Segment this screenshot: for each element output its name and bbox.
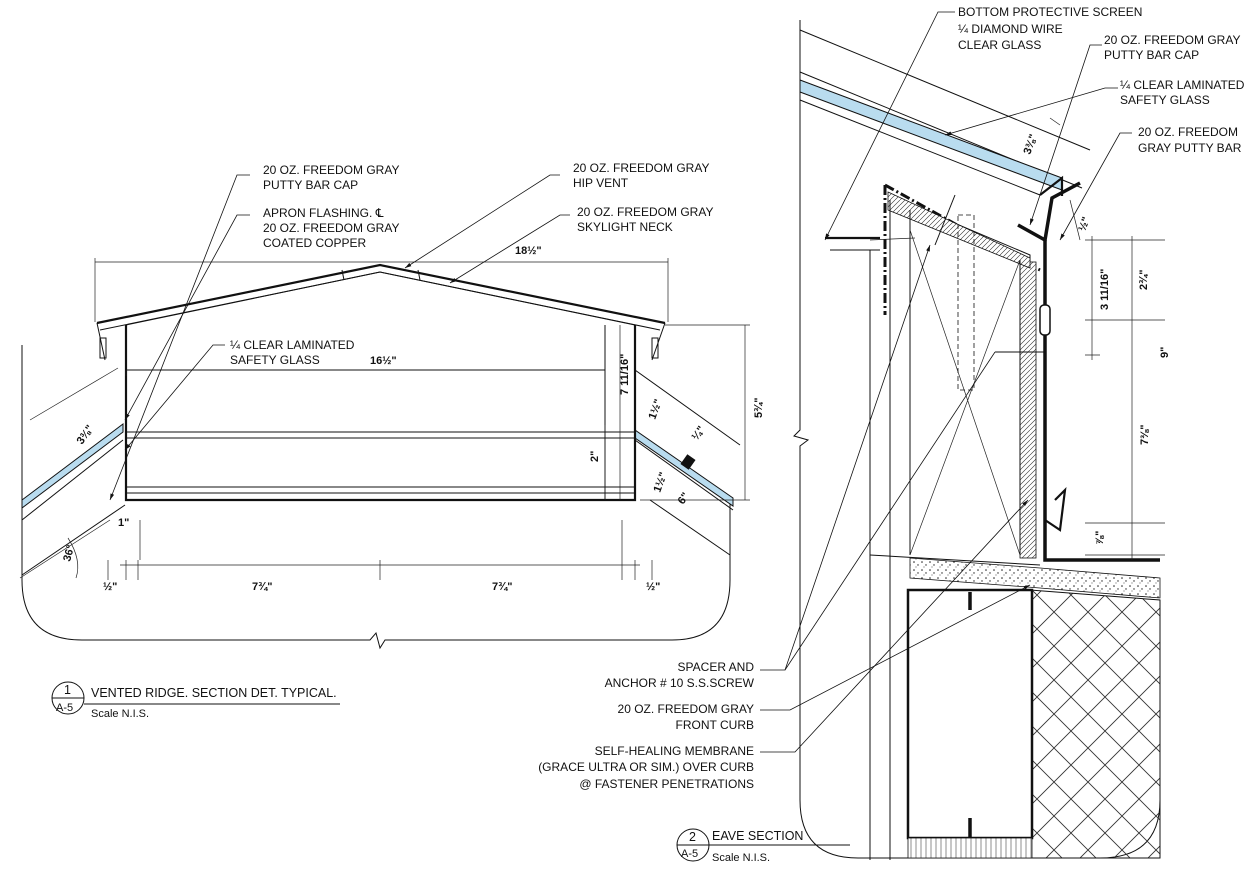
dim-angle: 36° <box>61 544 77 563</box>
dim-bottom-right-span: 7¾" <box>492 581 513 593</box>
dim-glass-offset-bottom: 1½" <box>652 471 670 494</box>
callout-laminated-glass-line2: SAFETY GLASS <box>230 353 320 367</box>
callout-apron-flashing-line1: APRON FLASHING. ℄ <box>263 206 384 220</box>
callout-eave-glass-line1: ¼ CLEAR LAMINATED <box>1120 78 1245 92</box>
dim-height-right: 7 11/16" <box>619 354 631 395</box>
eave-glass-pane <box>799 79 1063 191</box>
dim-overall: 9" <box>1159 347 1171 358</box>
callout-hip-vent-line2: HIP VENT <box>573 176 629 190</box>
dim-bottom-left-span: 7¾" <box>252 581 273 593</box>
fascia-board <box>906 588 1034 840</box>
front-curb-metal <box>1043 240 1160 562</box>
dim-left-angle: 3⅜" <box>75 423 97 447</box>
dim-bottom-one: 1" <box>118 517 129 529</box>
title-name-2: EAVE SECTION <box>712 829 803 843</box>
title-scale-1: Scale N.I.S. <box>91 708 149 720</box>
dim-bottom-right-edge: ½" <box>646 581 660 593</box>
callout-spacer-line2: ANCHOR # 10 S.S.SCREW <box>605 676 755 690</box>
dim-overall-width: 18½" <box>515 245 542 257</box>
callout-front-curb-line1: 20 OZ. FREEDOM GRAY <box>618 702 754 716</box>
title-block-2: 2 A-5 EAVE SECTION Scale N.I.S. <box>676 828 850 864</box>
callout-membrane-line2: (GRACE ULTRA OR SIM.) OVER CURB <box>538 760 754 774</box>
dim-height-outer: 5¾" <box>753 397 765 418</box>
title-sheet-1: A-5 <box>56 702 73 714</box>
callout-putty-bar-cap-line2: PUTTY BAR CAP <box>263 178 358 192</box>
dim-glass-pitch: 3⅜" <box>1022 133 1040 156</box>
vented-ridge-detail: 20 OZ. FREEDOM GRAY PUTTY BAR CAP APRON … <box>19 161 765 720</box>
callout-eave-glass-line2: SAFETY GLASS <box>1120 93 1210 107</box>
callout-hip-vent-line1: 20 OZ. FREEDOM GRAY <box>573 161 709 175</box>
dim-upper: 2¾" <box>1138 269 1150 290</box>
dim-top-gap: ½" <box>1077 215 1093 233</box>
callout-front-curb-line2: FRONT CURB <box>676 718 754 732</box>
callout-bottom-screen-line2: ¼ DIAMOND WIRE <box>958 22 1063 36</box>
callout-membrane-line3: @ FASTENER PENETRATIONS <box>579 777 754 791</box>
callout-skylight-neck-line1: 20 OZ. FREEDOM GRAY <box>577 205 713 219</box>
callout-spacer-line1: SPACER AND <box>678 660 755 674</box>
dim-lower: 7⅜" <box>1139 424 1151 445</box>
dim-bottom: ⅞" <box>1094 531 1106 545</box>
dim-glass-offset-top: 1½" <box>647 398 665 421</box>
callout-eave-putty-cap-line2: PUTTY BAR CAP <box>1104 48 1199 62</box>
dim-edge-gap: 6" <box>676 491 692 507</box>
dim-neck-height: 2" <box>589 451 601 462</box>
roof-insulation <box>1029 589 1161 859</box>
callout-bottom-screen-line3: CLEAR GLASS <box>958 38 1041 52</box>
title-number-2: 2 <box>689 830 696 844</box>
callout-putty-bar-line1: 20 OZ. FREEDOM <box>1138 125 1238 139</box>
title-scale-2: Scale N.I.S. <box>712 852 770 864</box>
dim-side: 3 11/16" <box>1099 269 1111 310</box>
putty-bar <box>1017 181 1081 243</box>
callout-eave-putty-cap-line1: 20 OZ. FREEDOM GRAY <box>1104 33 1240 47</box>
roof-deck <box>909 557 1161 599</box>
eave-section-detail: BOTTOM PROTECTIVE SCREEN ¼ DIAMOND WIRE … <box>538 5 1245 864</box>
callout-apron-flashing-line3: COATED COPPER <box>263 236 366 250</box>
callout-skylight-neck-line2: SKYLIGHT NECK <box>577 220 673 234</box>
callout-apron-flashing-line2: 20 OZ. FREEDOM GRAY <box>263 221 399 235</box>
dim-glass-thickness: ¼" <box>690 424 708 443</box>
callout-putty-bar-cap-line1: 20 OZ. FREEDOM GRAY <box>263 163 399 177</box>
title-sheet-2: A-5 <box>681 848 698 860</box>
dim-inner-width: 16½" <box>370 355 397 367</box>
callout-putty-bar-line2: GRAY PUTTY BAR <box>1138 141 1242 155</box>
title-block-1: 1 A-5 VENTED RIDGE. SECTION DET. TYPICAL… <box>51 681 340 720</box>
skylight-neck <box>124 325 637 502</box>
left-glass-pane <box>21 422 124 510</box>
dim-bottom-left-edge: ½" <box>103 581 117 593</box>
title-number-1: 1 <box>64 683 71 697</box>
hip-vent <box>96 263 666 325</box>
callout-membrane-line1: SELF-HEALING MEMBRANE <box>595 744 754 758</box>
title-name-1: VENTED RIDGE. SECTION DET. TYPICAL. <box>91 686 337 700</box>
callout-laminated-glass-line1: ¼ CLEAR LAMINATED <box>230 338 355 352</box>
detail-border <box>21 345 731 650</box>
callout-bottom-screen-line1: BOTTOM PROTECTIVE SCREEN <box>958 5 1142 19</box>
